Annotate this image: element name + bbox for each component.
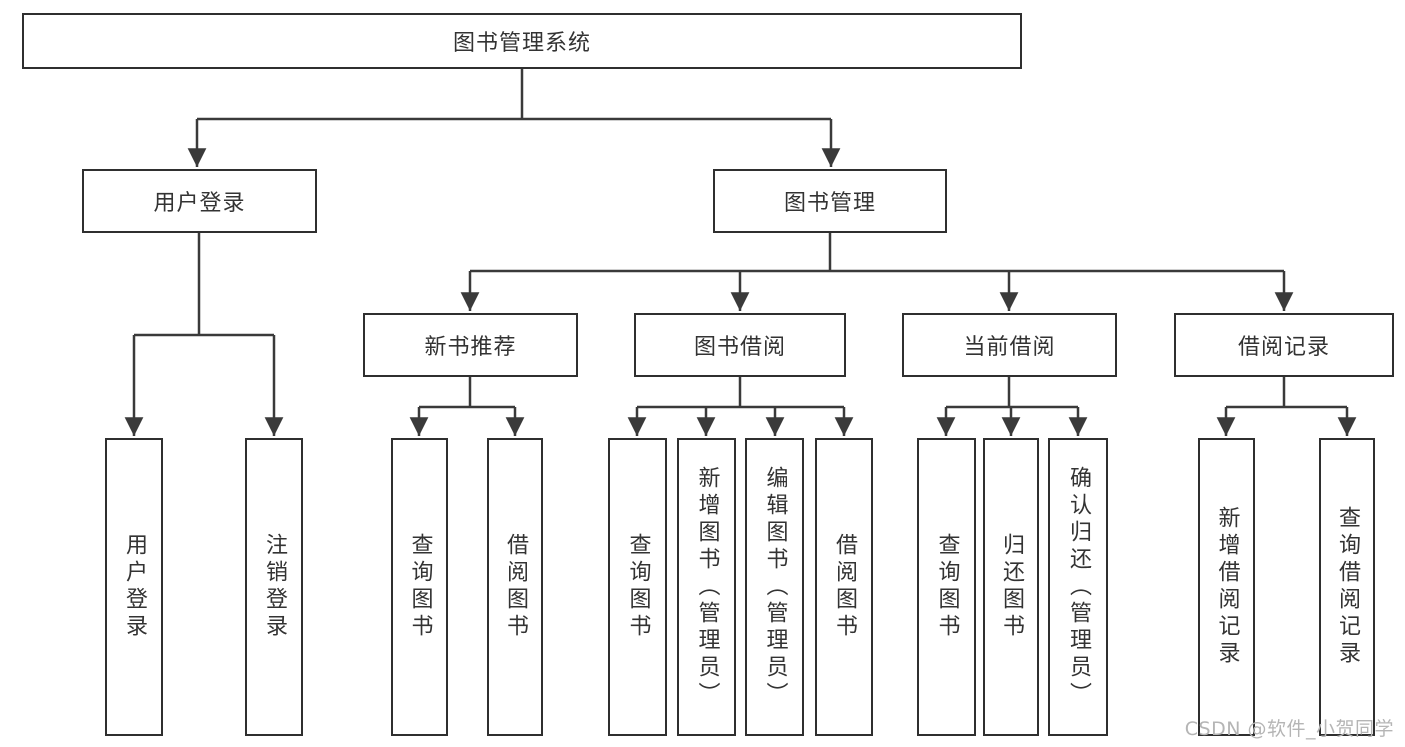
csdn-watermark: CSDN @软件_小贺同学 (1184, 718, 1394, 740)
node-user-login: 用户登录 (82, 169, 317, 233)
leaf-query-book-recommend: 查询图书 (391, 438, 448, 736)
node-new-book-recommend: 新书推荐 (363, 313, 578, 377)
leaf-add-book-admin-label: 新增图书（管理员） (694, 465, 720, 709)
leaf-query-borrow-record: 查询借阅记录 (1319, 438, 1375, 736)
leaf-query-book-current: 查询图书 (917, 438, 976, 736)
leaf-borrow-book-recommend-label: 借阅图书 (503, 533, 528, 641)
leaf-query-book-borrow-label: 查询图书 (625, 533, 651, 641)
leaf-borrow-book: 借阅图书 (815, 438, 873, 736)
leaf-add-book-admin: 新增图书（管理员） (677, 438, 736, 736)
node-book-management: 图书管理 (713, 169, 947, 233)
leaf-logout-label: 注销登录 (262, 533, 287, 641)
node-library-management-system: 图书管理系统 (22, 13, 1022, 69)
node-borrow-records: 借阅记录 (1174, 313, 1394, 377)
leaf-confirm-return-admin: 确认归还（管理员） (1048, 438, 1108, 736)
leaf-add-borrow-record: 新增借阅记录 (1198, 438, 1255, 736)
node-book-borrow: 图书借阅 (634, 313, 846, 377)
node-current-borrow: 当前借阅 (902, 313, 1117, 377)
leaf-query-borrow-record-label: 查询借阅记录 (1335, 506, 1360, 668)
leaf-query-book-current-label: 查询图书 (934, 533, 960, 641)
leaf-user-login: 用户登录 (105, 438, 163, 736)
leaf-return-book: 归还图书 (983, 438, 1039, 736)
leaf-confirm-return-admin-label: 确认归还（管理员） (1066, 465, 1091, 709)
leaf-query-book-borrow: 查询图书 (608, 438, 667, 736)
leaf-edit-book-admin: 编辑图书（管理员） (745, 438, 804, 736)
leaf-borrow-book-label: 借阅图书 (832, 533, 857, 641)
leaf-return-book-label: 归还图书 (999, 533, 1024, 641)
leaf-user-login-label: 用户登录 (122, 533, 147, 641)
leaf-query-book-recommend-label: 查询图书 (407, 533, 433, 641)
leaf-borrow-book-recommend: 借阅图书 (487, 438, 543, 736)
leaf-add-borrow-record-label: 新增借阅记录 (1214, 506, 1240, 668)
leaf-logout: 注销登录 (245, 438, 303, 736)
leaf-edit-book-admin-label: 编辑图书（管理员） (762, 465, 788, 709)
